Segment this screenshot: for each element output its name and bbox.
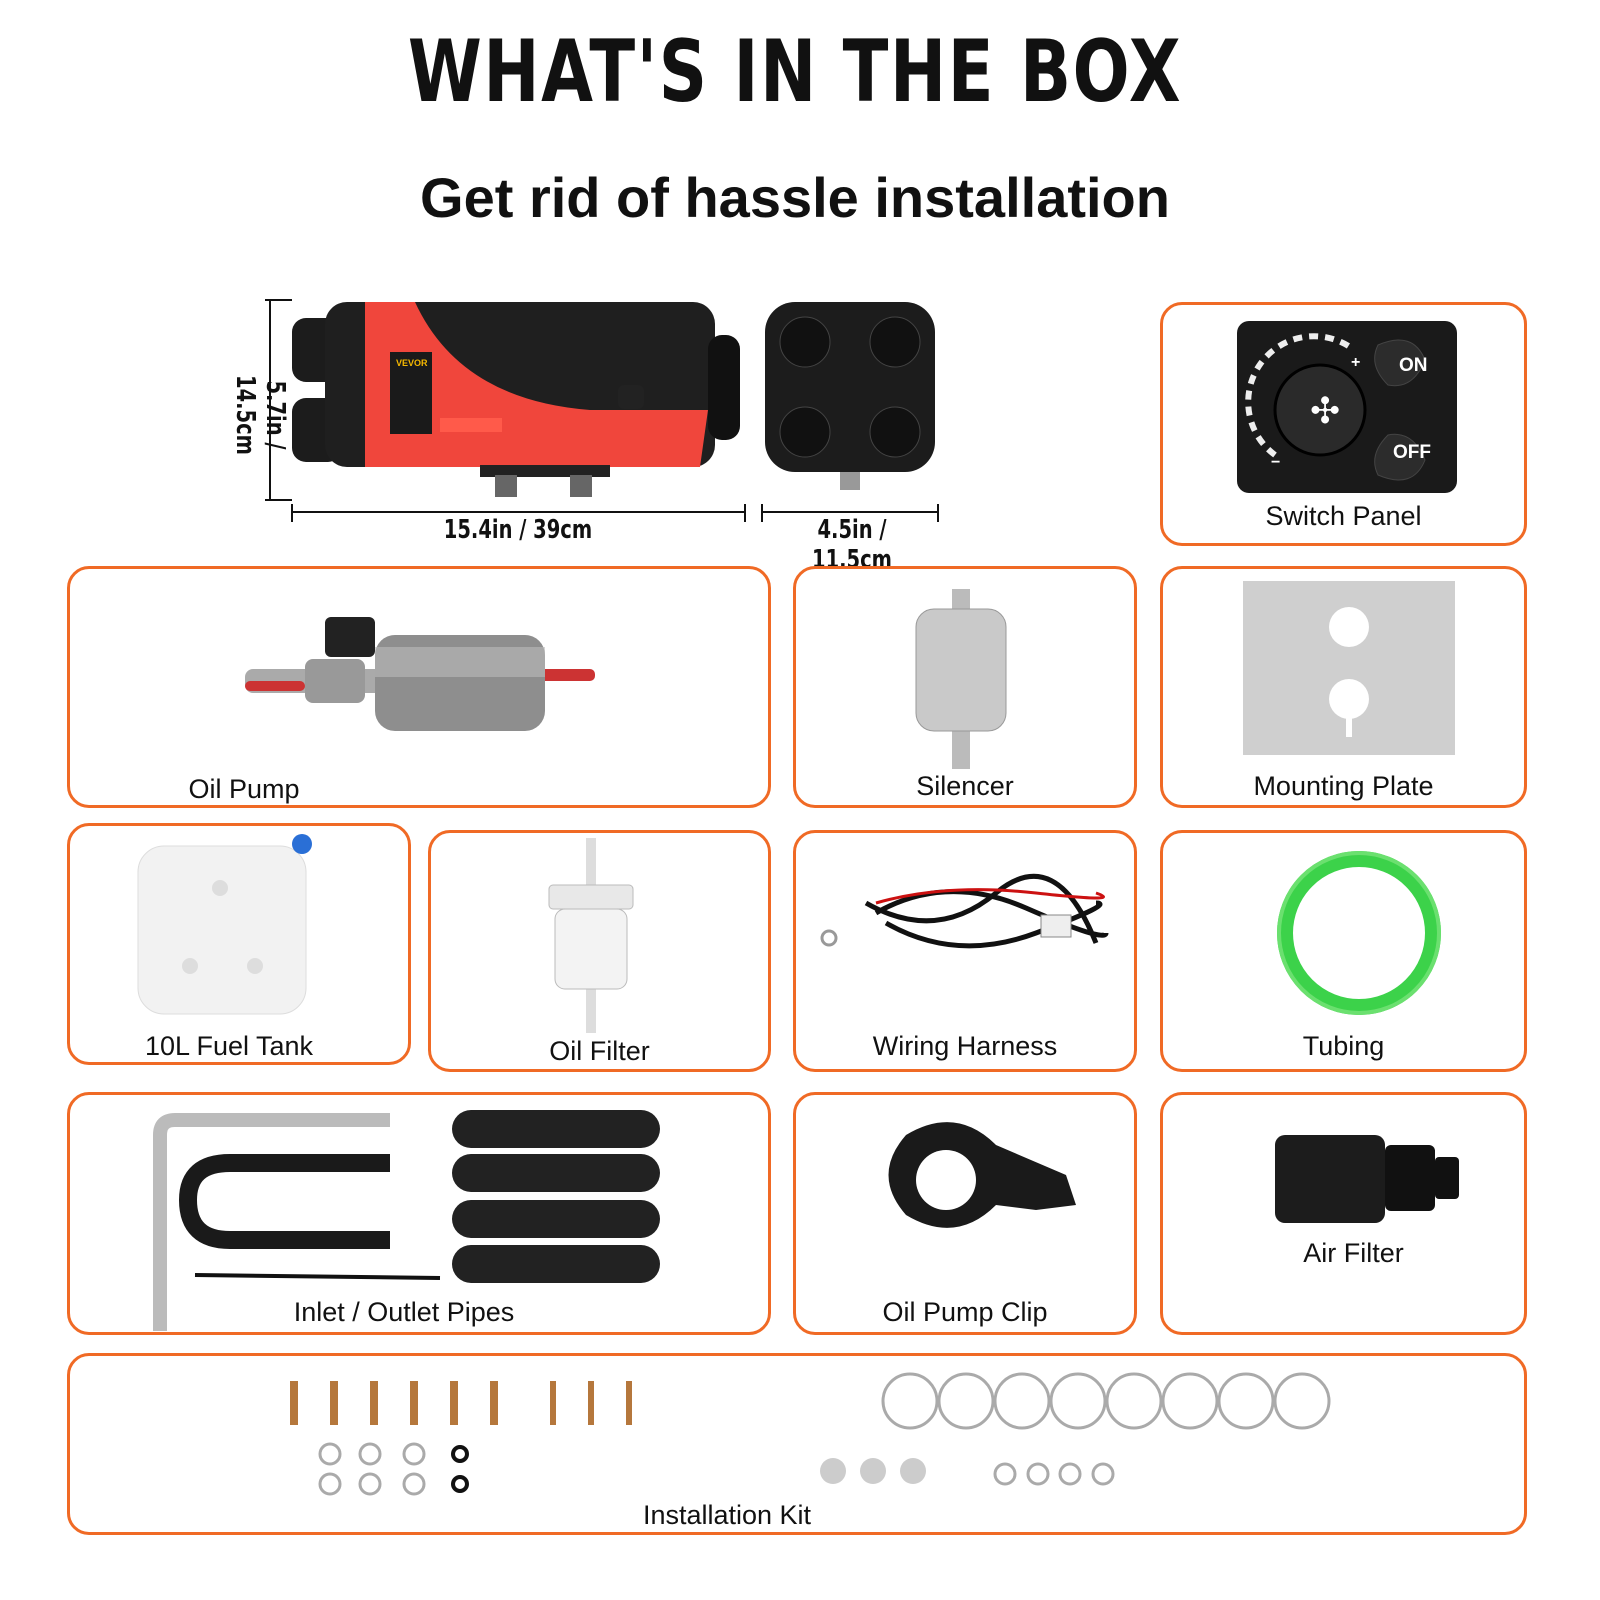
item-oil-filter: Oil Filter: [428, 830, 771, 1072]
plus-sign: +: [1351, 354, 1360, 371]
oil-pump-clip-image: [888, 1122, 1076, 1228]
item-label: Silencer: [916, 771, 1014, 801]
item-installation-kit: Installation Kit: [67, 1353, 1527, 1535]
item-label: Oil Pump Clip: [882, 1297, 1048, 1327]
mounting-plate-image: [1243, 581, 1455, 755]
on-button-label: ON: [1399, 355, 1428, 376]
item-label: Installation Kit: [642, 1500, 812, 1530]
item-oil-pump-clip: Oil Pump Clip: [793, 1092, 1137, 1335]
item-label: Oil Pump: [188, 774, 300, 804]
item-label: Tubing: [1302, 1031, 1385, 1061]
item-label: Switch Panel: [1265, 501, 1422, 531]
item-label: Air Filter: [1303, 1238, 1404, 1268]
fuel-tank-image: [137, 834, 312, 1015]
item-tubing: Tubing: [1160, 830, 1527, 1072]
silencer-image: [915, 589, 1007, 769]
item-air-filter: Air Filter: [1160, 1092, 1527, 1335]
width-dimension: 4.5in / 11.5cm: [812, 515, 892, 575]
item-wiring-harness: Wiring Harness: [793, 830, 1137, 1072]
item-silencer: Silencer: [793, 566, 1137, 808]
item-label: Mounting Plate: [1253, 771, 1434, 801]
item-label: Oil Filter: [549, 1036, 650, 1066]
pipes-image: [153, 1110, 660, 1331]
item-inlet-outlet-pipes: Inlet / Outlet Pipes: [67, 1092, 771, 1335]
oil-filter-image: [548, 838, 634, 1033]
off-button-label: OFF: [1393, 442, 1431, 463]
item-label: Wiring Harness: [872, 1031, 1058, 1061]
oil-pump-image: [245, 617, 595, 731]
length-dimension: 15.4in / 39cm: [443, 515, 593, 545]
item-mounting-plate: Mounting Plate: [1160, 566, 1527, 808]
installation-kit-image: [290, 1372, 1331, 1496]
height-dimension: 5.7in / 14.5cm: [230, 375, 290, 455]
item-switch-panel: ✣ ON OFF + − Switch Panel: [1160, 302, 1527, 546]
page-subtitle: Get rid of hassle installation: [420, 166, 1170, 229]
item-oil-pump: Oil Pump: [67, 566, 771, 808]
minus-sign: −: [1271, 454, 1280, 471]
fan-icon: ✣: [1310, 390, 1340, 431]
heater-image: VEVOR: [265, 299, 939, 522]
vevor-logo: VEVOR: [396, 358, 428, 368]
switch-panel-image: ✣ ON OFF + −: [1237, 321, 1457, 493]
item-label: 10L Fuel Tank: [144, 1031, 314, 1061]
air-filter-image: [1275, 1135, 1459, 1223]
item-fuel-tank: 10L Fuel Tank: [67, 823, 411, 1065]
wiring-harness-image: [820, 873, 1109, 949]
tubing-image: [1277, 851, 1441, 1015]
item-label: Inlet / Outlet Pipes: [293, 1297, 515, 1327]
page-title: WHAT'S IN THE BOX: [407, 22, 1183, 122]
